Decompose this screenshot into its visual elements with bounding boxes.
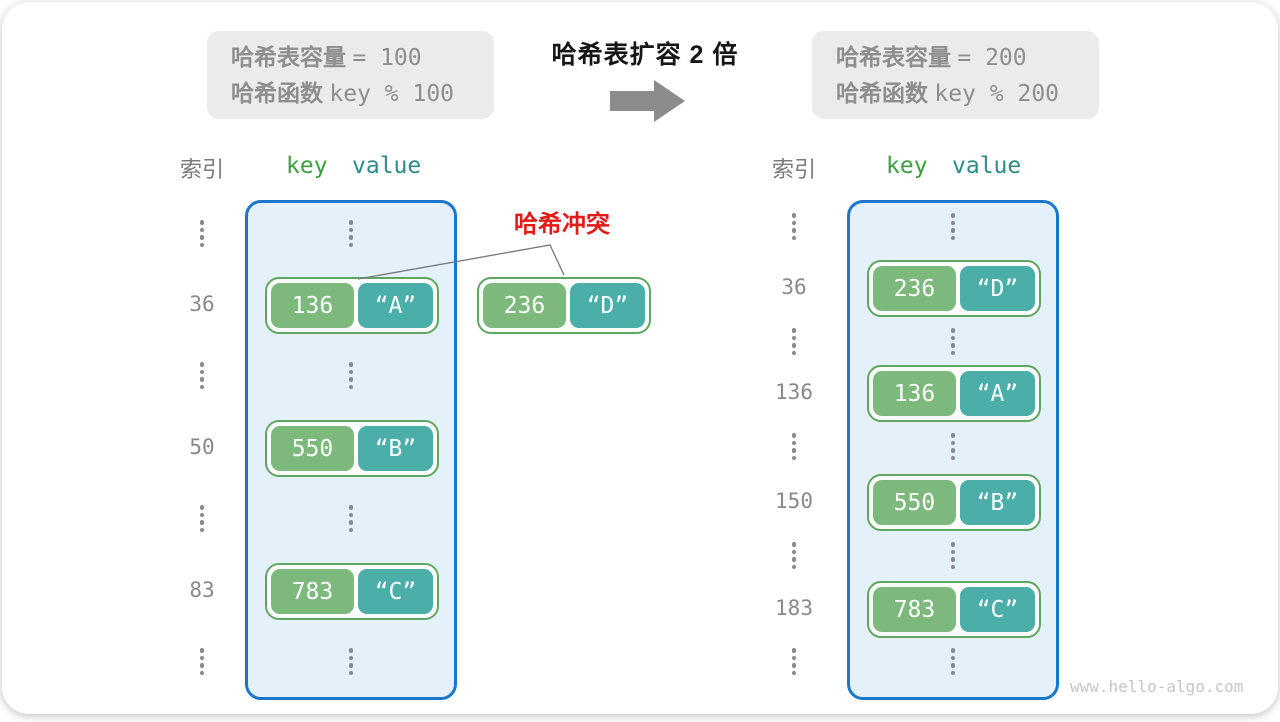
index-label: 36 (189, 292, 215, 316)
pair-box: 783 “C” (867, 581, 1041, 638)
collision-pair-box: 236 “D” (477, 277, 651, 334)
key-cell: 136 (873, 371, 956, 416)
capacity-value: = 200 (957, 45, 1027, 71)
index-label: 183 (775, 596, 813, 620)
hash-function-line: 哈希函数 key % 100 (231, 76, 494, 112)
watermark: www.hello-algo.com (1070, 677, 1244, 696)
ellipsis-dots (752, 542, 836, 570)
ellipsis-dots (752, 433, 836, 461)
ellipsis-dots (309, 505, 393, 533)
ellipsis-dots (309, 648, 393, 676)
ellipsis-dots (911, 328, 995, 356)
left-value-header: value (352, 153, 422, 179)
key-cell: 236 (483, 283, 566, 328)
hash-function-label: 哈希函数 (836, 80, 928, 106)
key-cell: 783 (271, 569, 354, 614)
hash-function-value: key % 200 (934, 81, 1060, 107)
pair-box: 236 “D” (867, 260, 1041, 317)
pair-box: 550 “B” (867, 474, 1041, 531)
index-label: 136 (775, 380, 813, 404)
key-cell: 236 (873, 266, 956, 311)
right-key-header: key (886, 153, 928, 179)
key-cell: 783 (873, 587, 956, 632)
ellipsis-dots (911, 648, 995, 676)
key-cell: 550 (271, 426, 354, 471)
expand-arrow-icon (610, 80, 685, 122)
hash-function-label: 哈希函数 (231, 80, 323, 106)
value-cell: “D” (569, 283, 645, 328)
ellipsis-dots (752, 328, 836, 356)
left-key-header: key (286, 153, 328, 179)
ellipsis-dots (911, 433, 995, 461)
value-cell: “D” (959, 266, 1035, 311)
hash-function-value: key % 100 (329, 81, 455, 107)
value-cell: “A” (959, 371, 1035, 416)
capacity-line: 哈希表容量 = 100 (231, 40, 494, 76)
right-index-header: 索引 (771, 157, 816, 182)
ellipsis-dots (752, 213, 836, 241)
capacity-info-box-before: 哈希表容量 = 100 哈希函数 key % 100 (207, 31, 494, 119)
capacity-label: 哈希表容量 (231, 44, 346, 70)
ellipsis-dots (911, 213, 995, 241)
collision-label: 哈希冲突 (514, 211, 610, 238)
hash-function-line: 哈希函数 key % 200 (836, 76, 1099, 112)
ellipsis-dots (911, 542, 995, 570)
value-cell: “C” (959, 587, 1035, 632)
left-index-header: 索引 (179, 157, 224, 182)
ellipsis-dots (752, 648, 836, 676)
index-label: 83 (189, 578, 215, 602)
key-cell: 550 (873, 480, 956, 525)
capacity-info-box-after: 哈希表容量 = 200 哈希函数 key % 200 (812, 31, 1099, 119)
page-title: 哈希表扩容 2 倍 (551, 41, 739, 69)
key-cell: 136 (271, 283, 354, 328)
value-cell: “B” (357, 426, 433, 471)
ellipsis-dots (160, 505, 244, 533)
pair-box: 136 “A” (867, 365, 1041, 422)
right-value-header: value (952, 153, 1022, 179)
ellipsis-dots (160, 648, 244, 676)
index-label: 50 (189, 435, 215, 459)
capacity-value: = 100 (352, 45, 422, 71)
capacity-label: 哈希表容量 (836, 44, 951, 70)
value-cell: “B” (959, 480, 1035, 525)
index-label: 150 (775, 489, 813, 513)
pair-box: 783 “C” (265, 563, 439, 620)
ellipsis-dots (309, 362, 393, 390)
index-label: 36 (781, 275, 807, 299)
ellipsis-dots (309, 220, 393, 248)
capacity-line: 哈希表容量 = 200 (836, 40, 1099, 76)
ellipsis-dots (160, 220, 244, 248)
value-cell: “C” (357, 569, 433, 614)
pair-box: 136 “A” (265, 277, 439, 334)
pair-box: 550 “B” (265, 420, 439, 477)
value-cell: “A” (357, 283, 433, 328)
ellipsis-dots (160, 362, 244, 390)
